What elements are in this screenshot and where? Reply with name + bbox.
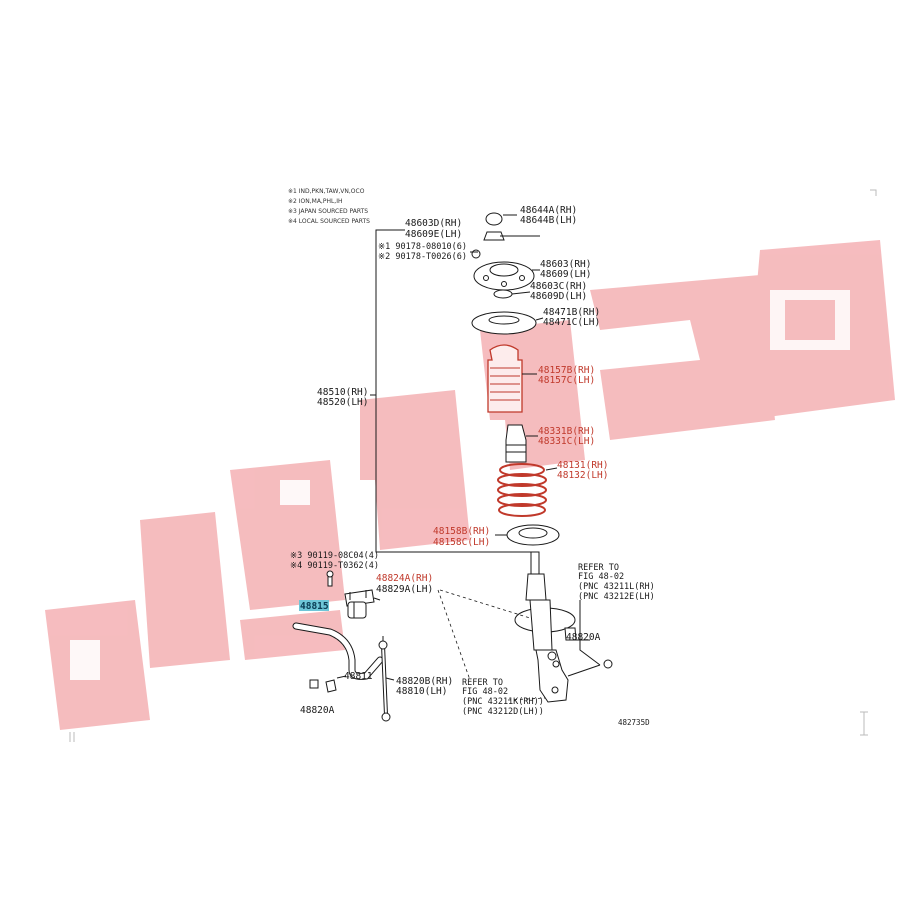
label-48815: 48815 <box>300 601 329 612</box>
label-ref-right-2: FIG 48-02 <box>578 572 624 582</box>
label-48609d: 48609D(LH) <box>530 291 587 302</box>
label-48820a-left: 48820A <box>300 705 335 716</box>
strut-parts <box>471 212 560 546</box>
label-48331b: 48331B(RH) <box>538 426 595 437</box>
label-ref-right-4: (PNC 43212E(LH) <box>578 592 655 602</box>
label-48603c: 48603C(RH) <box>530 281 587 292</box>
label-48158b: 48158B(RH) <box>433 526 490 537</box>
label-48820a-right: 48820A <box>566 632 601 643</box>
stabilizer-parts <box>292 570 395 722</box>
label-90119-a: ※3 90119-08C04(4) <box>290 551 379 561</box>
label-48157c: 48157C(LH) <box>538 375 595 386</box>
watermark-logo <box>45 240 895 730</box>
label-90178-a: ※1 90178-08010(6) <box>378 242 467 252</box>
label-48644a: 48644A(RH) <box>520 205 577 216</box>
nut-48820a-left <box>309 679 319 689</box>
label-48471c: 48471C(LH) <box>543 317 600 328</box>
label-ref-bottom-1: REFER TO <box>462 678 503 688</box>
assembly-bracket <box>370 229 535 553</box>
label-48811: 48811 <box>344 671 373 682</box>
label-48520: 48520(LH) <box>317 397 368 408</box>
label-48820b: 48820B(RH) <box>396 676 453 687</box>
bump-stopper <box>505 424 527 463</box>
label-ref-right-3: (PNC 43211L(RH) <box>578 582 655 592</box>
label-ref-bottom-2: FIG 48-02 <box>462 687 508 697</box>
label-90178-b: ※2 90178-T0026(6) <box>378 252 467 262</box>
strut-body <box>514 551 577 703</box>
label-ref-bottom-3: (PNC 43211K(RH)) <box>462 697 544 707</box>
label-48132: 48132(LH) <box>557 470 608 481</box>
label-48603d: 48603D(RH) <box>405 218 462 229</box>
leader-lines <box>437 214 613 701</box>
label-48609: 48609(LH) <box>540 269 591 280</box>
nut <box>483 231 505 241</box>
stabilizer-bushing <box>347 601 367 619</box>
note-2: ※2 ION,MA,PHL,IH <box>288 198 343 205</box>
note-4: ※4 LOCAL SOURCED PARTS <box>288 218 370 225</box>
label-ref-bottom-4: (PNC 43212D(LH)) <box>462 707 544 717</box>
label-48471b: 48471B(RH) <box>543 307 600 318</box>
label-ref-right-1: REFER TO <box>578 563 619 573</box>
label-48829a: 48829A(LH) <box>376 584 433 595</box>
note-1: ※1 IND,PKN,TAW,VN,OCO <box>288 188 365 195</box>
label-48158c: 48158C(LH) <box>433 537 490 548</box>
label-48810: 48810(LH) <box>396 686 447 697</box>
dust-boot <box>487 344 523 413</box>
label-48510: 48510(RH) <box>317 387 368 398</box>
diagram-id: 482735D <box>618 718 650 727</box>
label-48331c: 48331C(LH) <box>538 436 595 447</box>
label-48603: 48603(RH) <box>540 259 591 270</box>
small-nut <box>471 249 481 259</box>
highlight-48815 <box>299 600 329 611</box>
label-48157b: 48157B(RH) <box>538 365 595 376</box>
label-48824a: 48824A(RH) <box>376 573 433 584</box>
notes-block: ※1 IND,PKN,TAW,VN,OCO ※2 ION,MA,PHL,IH ※… <box>288 188 370 225</box>
labels: 48644A(RH) 48644B(LH) 48603D(RH) 48609E(… <box>290 205 655 727</box>
dust-cap <box>485 212 503 226</box>
note-3: ※3 JAPAN SOURCED PARTS <box>288 208 368 215</box>
label-48644b: 48644B(LH) <box>520 215 577 226</box>
coil-spring <box>497 463 547 517</box>
label-48609e: 48609E(LH) <box>405 229 462 240</box>
bearing <box>493 289 513 299</box>
label-90119-b: ※4 90119-T0362(4) <box>290 561 379 571</box>
label-48131: 48131(RH) <box>557 460 608 471</box>
corner-marks <box>69 189 877 742</box>
